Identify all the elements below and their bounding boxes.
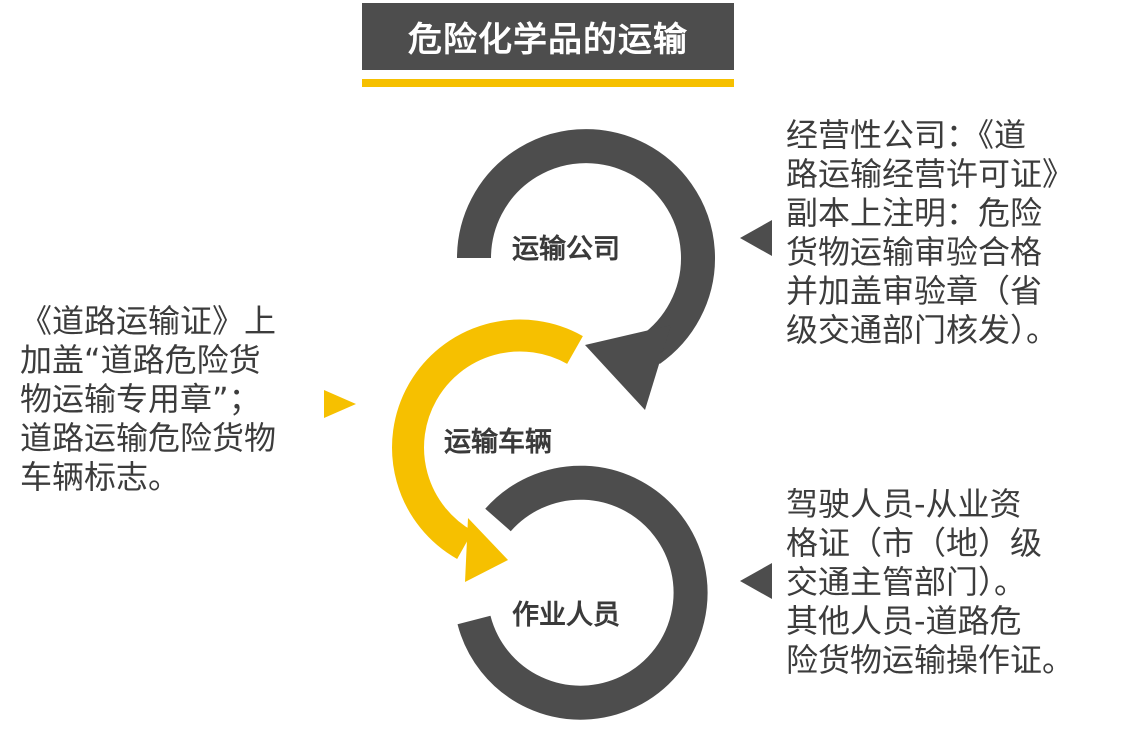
node-label-company: 运输公司 [512, 234, 620, 265]
pointer-left-icon [324, 390, 356, 418]
pointer-right-top-icon [740, 220, 772, 256]
pointer-right-bottom-icon [740, 563, 772, 599]
title-banner: 危险化学品的运输 [362, 3, 734, 70]
company-ring-arrowhead [585, 325, 671, 410]
node-label-vehicle: 运输车辆 [444, 427, 552, 458]
company-ring-arc [457, 129, 715, 364]
personnel-ring-arc [457, 465, 708, 720]
vehicle-ring-arrowhead [465, 518, 508, 582]
description-personnel: 驾驶人员-从业资 格证（市（地）级 交通主管部门）。 其他人员-道路危 险货物运… [786, 485, 1075, 679]
description-vehicle: 《道路运输证》上 加盖“道路危险货 物运输专用章”； 道路运输危险货物 车辆标志… [20, 302, 277, 496]
page-title: 危险化学品的运输 [408, 20, 688, 60]
title-underline [362, 79, 734, 87]
description-company: 经营性公司：《道 路运输经营许可证》 副本上注明：危险 货物运输审验合格 并加盖… [786, 116, 1075, 349]
vehicle-ring-arc [392, 319, 583, 559]
node-label-personnel: 作业人员 [512, 600, 620, 631]
